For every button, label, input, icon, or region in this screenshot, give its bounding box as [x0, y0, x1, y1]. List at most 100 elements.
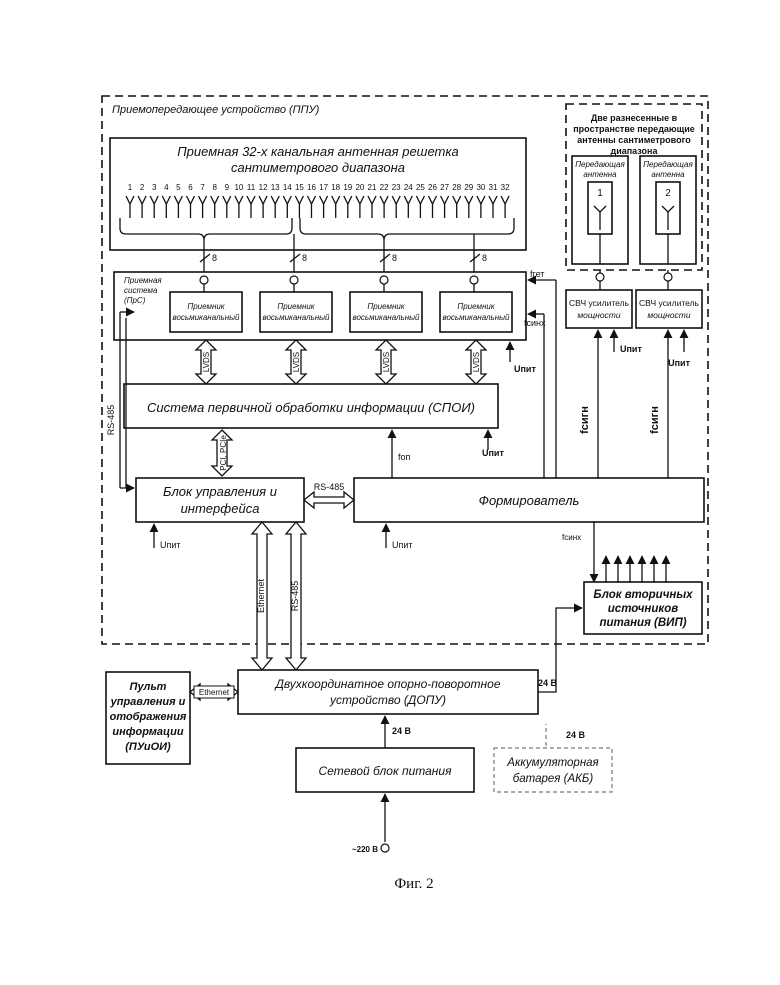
receiver-system-label-line3: (ПрС)	[124, 296, 146, 305]
antenna-channel-number: 10	[234, 183, 243, 192]
psu-block: Сетевой блок питания 24 В ~220 В	[296, 716, 474, 854]
antenna-channel-number: 12	[259, 183, 268, 192]
antenna-channel-number: 8	[212, 183, 217, 192]
power-amp-1	[566, 290, 632, 328]
lvds-label: LVDS	[472, 352, 481, 372]
antenna-channel-number: 3	[152, 183, 157, 192]
tx-antenna-2-label-line1: Передающая	[643, 160, 693, 169]
antenna-channel-number: 18	[331, 183, 340, 192]
dopu-block: Двухкоординатное опорно-поворотное устро…	[238, 670, 538, 714]
ppu-title: Приемопередающее устройство (ППУ)	[112, 104, 320, 116]
receiver-3	[350, 292, 422, 332]
tx-antennas-title-line4: диапазона	[611, 146, 659, 156]
dopu-line2: устройство (ДОПУ)	[329, 693, 446, 707]
antenna-channel-number: 14	[283, 183, 292, 192]
puioi-line4: информации	[112, 726, 183, 738]
antenna-channel-number: 21	[368, 183, 377, 192]
dopu-line1: Двухкоординатное опорно-поворотное	[273, 677, 500, 691]
former-label: Формирователь	[479, 493, 580, 508]
vip-block: Блок вторичных источников питания (ВИП)	[584, 556, 702, 634]
ethernet-vertical-label: Ethernet	[256, 578, 266, 613]
tx-antenna-1-label-line1: Передающая	[575, 160, 625, 169]
antenna-channel-number: 13	[271, 183, 280, 192]
antenna-channel-number: 27	[440, 183, 449, 192]
antenna-channel-number: 19	[343, 183, 352, 192]
antenna-channel-number: 16	[307, 183, 316, 192]
v24-psu-label: 24 В	[392, 726, 412, 736]
antenna-channel-number: 26	[428, 183, 437, 192]
receiver-4-line2: восьмиканальный	[442, 313, 510, 322]
power-amp-1-upit: Uпит	[620, 344, 642, 354]
tx-antennas-title-line3: антенны сантиметрового	[577, 135, 691, 145]
lvds-links: LVDSLVDSLVDSLVDS	[196, 340, 486, 384]
akb-block: Аккумуляторная батарея (АКБ) 24 В	[494, 724, 612, 792]
v24-dopu-vip-label: 24 В	[538, 678, 558, 688]
antenna-array-title-line1: Приемная 32-х канальная антенная решетка	[177, 144, 459, 159]
antenna-channel-number: 31	[489, 183, 498, 192]
akb-line2: батарея (АКБ)	[513, 773, 594, 785]
receiver-1	[170, 292, 242, 332]
receiver-2	[260, 292, 332, 332]
dopu-to-vip-24v: 24 В	[538, 608, 582, 692]
vip-line2: источников	[608, 603, 678, 615]
spoi-block: Система первичной обработки информации (…	[124, 384, 504, 458]
power-amp-2-upit: Uпит	[668, 358, 690, 368]
antenna-channel-number: 17	[319, 183, 328, 192]
rs485-middle-link: RS-485	[304, 482, 354, 508]
antenna-channel-number: 2	[140, 183, 145, 192]
tx-antenna-2-label-line2: антенна	[651, 170, 685, 179]
antenna-channel-number: 29	[464, 183, 473, 192]
antenna-channel-number: 11	[247, 183, 256, 192]
rs485-middle-label: RS-485	[314, 482, 345, 492]
receiver-2-line2: восьмиканальный	[262, 313, 330, 322]
former-upit: Uпит	[392, 540, 413, 550]
v220-label: ~220 В	[352, 845, 378, 854]
ethernet-horizontal-link: Ethernet	[190, 684, 238, 700]
receiver-1-line1: Приемник	[187, 302, 225, 311]
lvds-label: LVDS	[202, 352, 211, 372]
antenna-channel-number: 7	[200, 183, 205, 192]
tx-connectors	[596, 270, 672, 290]
control-block-upit: Uпит	[160, 540, 181, 550]
receiver-1-line2: восьмиканальный	[172, 313, 240, 322]
fsign-label-1: fсигн	[579, 406, 591, 434]
antenna-channel-number: 4	[164, 183, 169, 192]
power-amp-1-line1: СВЧ усилитель	[569, 298, 630, 308]
power-amplifiers: СВЧ усилитель мощности СВЧ усилитель мощ…	[566, 290, 702, 478]
rs485-vertical-label: RS-485	[290, 581, 300, 612]
receiver-2-line1: Приемник	[277, 302, 315, 311]
control-block-line2: интерфейса	[181, 501, 260, 516]
vip-line1: Блок вторичных	[593, 589, 693, 601]
bus-width-2: 8	[302, 253, 307, 263]
receiver-upit: Uпит	[514, 364, 536, 374]
fsign-label-2: fсигн	[649, 406, 661, 434]
puioi-block: Пульт управления и отображения информаци…	[106, 672, 190, 764]
tx-antennas-group: Две разнесенные в пространстве передающи…	[566, 104, 702, 270]
former-block: Формирователь Uпит fсинх	[354, 478, 704, 582]
figure-caption: Фиг. 2	[394, 876, 433, 892]
tx-antenna-1-number: 1	[597, 188, 603, 199]
fsync-label-bottom: fсинх	[562, 533, 581, 542]
fop-label: fоп	[398, 452, 411, 462]
puioi-line3: отображения	[110, 711, 187, 723]
antenna-channel-number: 25	[416, 183, 425, 192]
power-amp-1-line2: мощности	[577, 310, 621, 320]
power-amp-2-line1: СВЧ усилитель	[639, 298, 700, 308]
fop-link: fоп	[392, 430, 411, 478]
lvds-label: LVDS	[292, 352, 301, 372]
antenna-channel-number: 23	[392, 183, 401, 192]
receiver-system-label-line1: Приемная	[124, 276, 162, 285]
antenna-channel-number: 22	[380, 183, 389, 192]
antenna-channel-number: 24	[404, 183, 413, 192]
power-amp-2	[636, 290, 702, 328]
tx-antenna-1-label-line2: антенна	[583, 170, 617, 179]
antenna-channel-number: 1	[128, 183, 133, 192]
psu-label: Сетевой блок питания	[319, 764, 453, 778]
bus-width-3: 8	[392, 253, 397, 263]
power-amp-2-line2: мощности	[647, 310, 691, 320]
receiver-4	[440, 292, 512, 332]
receiver-system: Приемная система (ПрС) Приемник восьмика…	[114, 272, 526, 340]
antenna-array-title-line2: сантиметрового диапазона	[231, 160, 405, 175]
control-block-line1: Блок управления и	[163, 484, 277, 499]
